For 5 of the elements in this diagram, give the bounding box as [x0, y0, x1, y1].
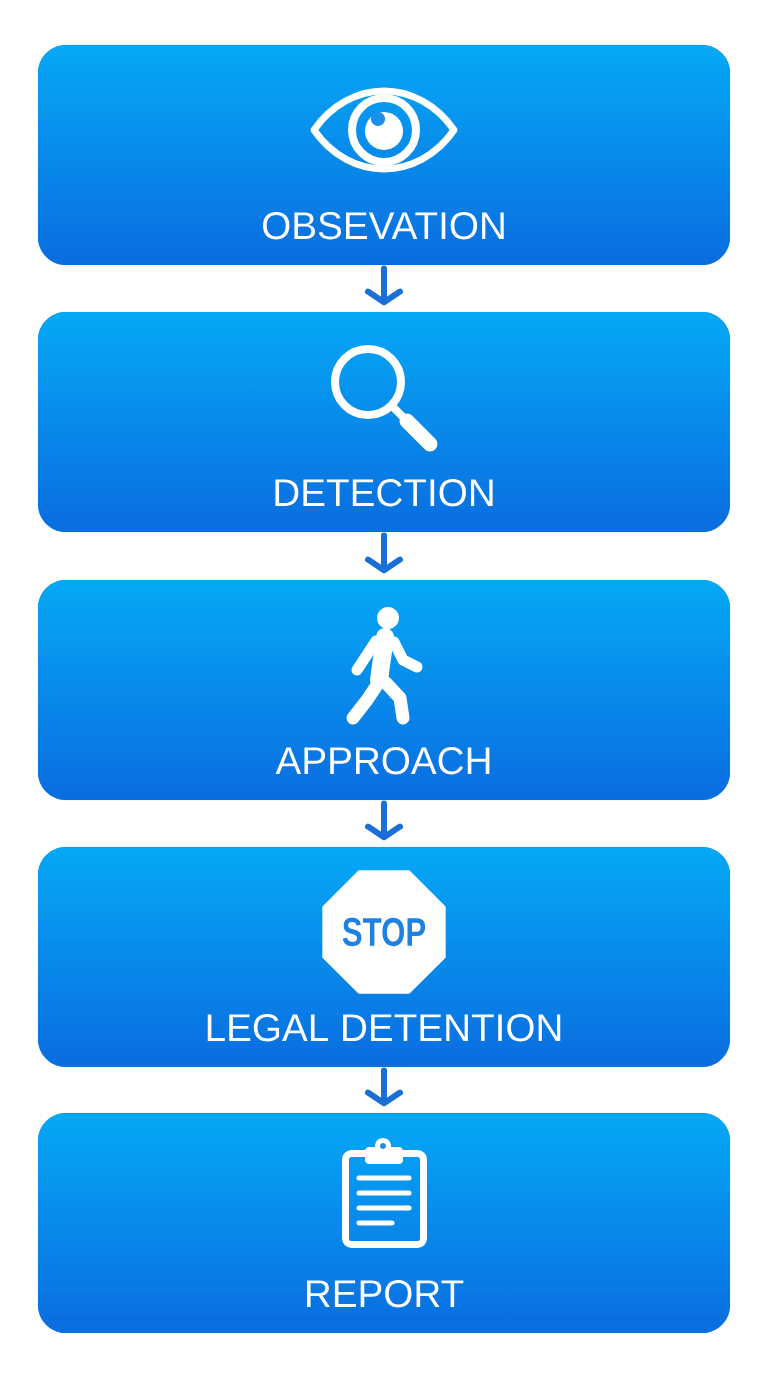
stop-sign: STOP — [322, 870, 446, 994]
process-box: OBSEVATION — [37, 44, 731, 266]
process-box: DETECTION — [37, 311, 731, 533]
process-box: REPORT — [37, 1112, 731, 1334]
process-box: APPROACH — [37, 579, 731, 801]
